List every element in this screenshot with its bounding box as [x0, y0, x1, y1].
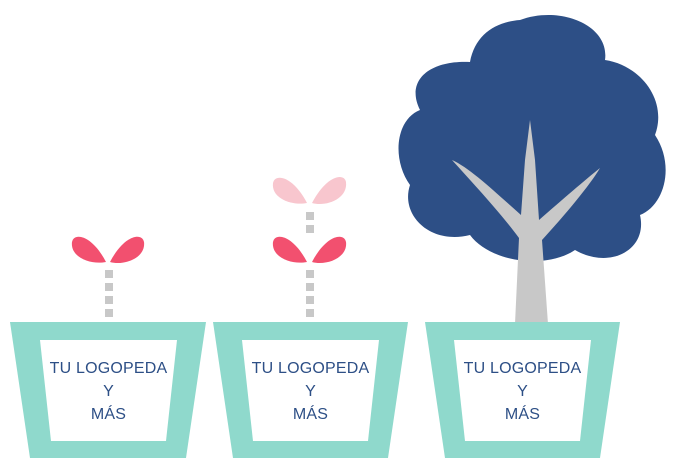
- tree: [398, 14, 666, 324]
- pot-2-label: TU LOGOPEDA Y MÁS: [247, 345, 374, 437]
- tree-trunk: [452, 120, 600, 324]
- sprout-leaf-left: [272, 236, 307, 263]
- pot-label-line-2: Y: [305, 382, 316, 400]
- pot-label-line-1: TU LOGOPEDA: [463, 359, 582, 377]
- stem-dash: [306, 296, 314, 304]
- sprout-2: [272, 176, 347, 317]
- pot-2: [213, 322, 408, 458]
- pot-label-line-2: Y: [103, 382, 114, 400]
- pot-label-line-3: MÁS: [292, 405, 329, 423]
- stem-dash: [306, 225, 314, 233]
- stem-dash: [306, 283, 314, 291]
- stem-dash: [105, 283, 113, 291]
- pot-1-label: TU LOGOPEDA Y MÁS: [45, 345, 172, 437]
- pot-label-panel: [242, 340, 379, 441]
- pot-label-panel: [40, 340, 177, 441]
- sprout-leaf-right: [110, 236, 145, 264]
- pot-label-line-1: TU LOGOPEDA: [49, 359, 168, 377]
- stem-dash: [306, 309, 314, 317]
- stem-dash: [306, 212, 314, 220]
- pot-3-label: TU LOGOPEDA Y MÁS: [459, 345, 586, 437]
- pot-3: [425, 322, 620, 458]
- pot-label-line-1: TU LOGOPEDA: [251, 359, 370, 377]
- pot-1: [10, 322, 206, 458]
- stem-dash: [105, 296, 113, 304]
- pot-label-panel: [454, 340, 591, 441]
- stem-dash: [105, 270, 113, 278]
- pot-label-line-2: Y: [517, 382, 528, 400]
- sprout-leaf-top-right: [312, 176, 347, 205]
- stem-dash: [105, 309, 113, 317]
- pot-label-line-3: MÁS: [90, 405, 127, 423]
- sprout-leaf-left: [71, 236, 106, 263]
- pot-label-line-3: MÁS: [504, 405, 541, 423]
- stem-dash: [306, 270, 314, 278]
- sprout-leaf-right: [312, 236, 347, 264]
- sprout-1: [71, 236, 145, 317]
- sprout-leaf-top-left: [272, 177, 307, 204]
